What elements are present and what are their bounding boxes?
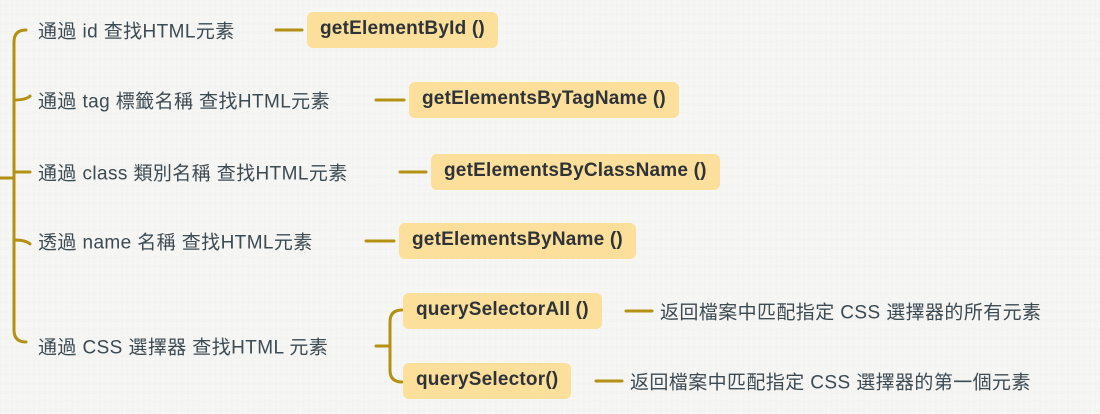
branch-tick-4 xyxy=(12,238,32,246)
method-badge-queryselector[interactable]: querySelector() xyxy=(403,363,572,399)
method-badge-getelementbyid[interactable]: getElementById () xyxy=(307,12,498,48)
method-badge-getelementsbyclassname[interactable]: getElementsByClassName () xyxy=(431,154,720,190)
method-badge-getelementsbytagname[interactable]: getElementsByTagName () xyxy=(409,82,679,118)
branch-label-name[interactable]: 透過 name 名稱 查找HTML元素 xyxy=(38,232,313,254)
description-queryselector: 返回檔案中匹配指定 CSS 選擇器的第一個元素 xyxy=(630,372,1031,394)
method-badge-queryselectorall[interactable]: querySelectorAll () xyxy=(403,293,602,329)
main-bracket-spine xyxy=(12,28,28,344)
description-queryselectorall: 返回檔案中匹配指定 CSS 選擇器的所有元素 xyxy=(660,302,1042,324)
branch-label-class[interactable]: 通過 class 類別名稱 查找HTML元素 xyxy=(38,163,348,185)
branch-label-tag[interactable]: 通過 tag 標籤名稱 查找HTML元素 xyxy=(38,91,330,113)
branch-label-id[interactable]: 通過 id 查找HTML元素 xyxy=(38,21,235,43)
sub-bracket-spine xyxy=(388,308,404,384)
method-badge-getelementsbyname[interactable]: getElementsByName () xyxy=(399,223,636,259)
branch-tick-2 xyxy=(12,94,32,102)
branch-label-css-selector[interactable]: 通過 CSS 選擇器 查找HTML 元素 xyxy=(38,337,329,359)
